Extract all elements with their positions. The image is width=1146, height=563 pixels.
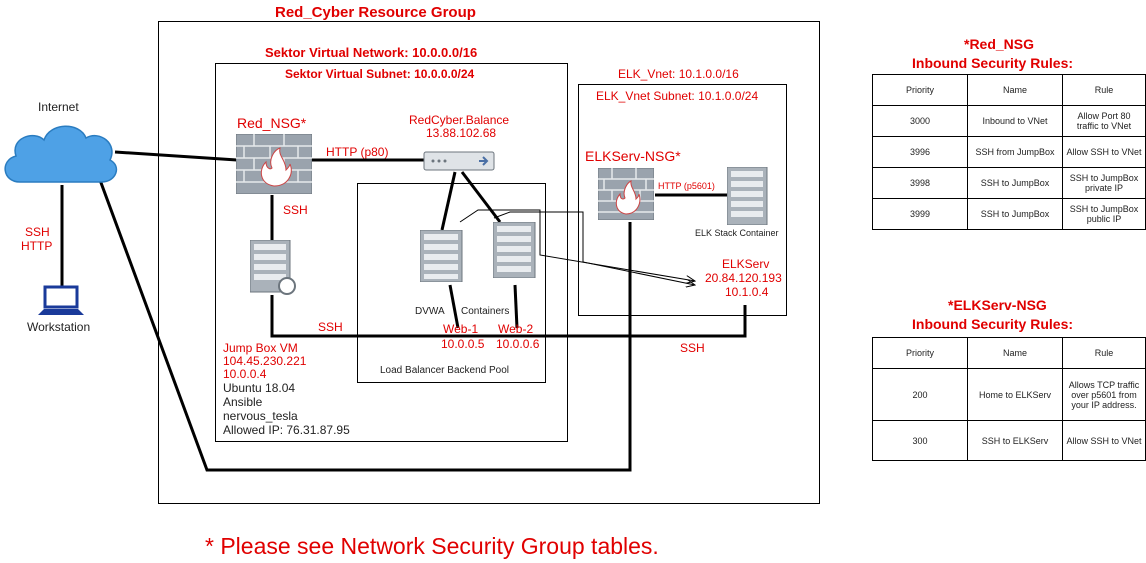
elkserv-private-ip: 10.1.0.4 — [725, 285, 769, 299]
load-balancer-icon — [423, 151, 495, 171]
col-name: Name — [967, 74, 1063, 106]
table-row: 3000 Inbound to VNet Allow Port 80 traff… — [872, 105, 1146, 137]
workstation-label: Workstation — [27, 320, 91, 334]
containers-label: Containers — [461, 306, 510, 317]
jumpbox-allowed-ip: Allowed IP: 76.31.87.95 — [223, 423, 350, 437]
link-web1-label — [448, 284, 460, 329]
footnote: * Please see Network Security Group tabl… — [205, 533, 659, 559]
table-row: 200 Home to ELKServ Allows TCP traffic o… — [872, 368, 1146, 421]
col-name: Name — [967, 337, 1063, 369]
jumpbox-name: Jump Box VM — [223, 341, 298, 355]
red-nsg-table-title-2: Inbound Security Rules: — [912, 55, 1074, 71]
web2-ip: 10.0.0.6 — [496, 337, 540, 351]
elk-vnet-label: ELK_Vnet: 10.1.0.0/16 — [618, 67, 739, 81]
ssh-nsg-jump-label: SSH — [283, 203, 308, 217]
elk-firewall-icon — [598, 168, 654, 220]
web1-server-icon — [420, 230, 463, 282]
red-nsg-table-title-1: *Red_NSG — [964, 36, 1035, 52]
elkserv-name: ELKServ — [722, 257, 770, 271]
internet-label: Internet — [38, 100, 79, 114]
col-priority: Priority — [872, 337, 968, 369]
jumpbox-private-ip: 10.0.0.4 — [223, 367, 267, 381]
link-balancer-web1 — [440, 171, 457, 231]
link-internet-elk — [98, 179, 632, 472]
sektor-subnet-label: Sektor Virtual Subnet: 10.0.0.0/24 — [285, 67, 475, 81]
resource-group-box — [158, 21, 820, 504]
web1-name: Web-1 — [443, 322, 479, 336]
balancer-ip: 13.88.102.68 — [426, 126, 497, 140]
col-rule: Rule — [1062, 74, 1146, 106]
elk-nsg-label: ELKServ-NSG* — [585, 148, 681, 164]
web2-name: Web-2 — [498, 322, 534, 336]
http-p5601-label: HTTP (p5601) — [658, 181, 715, 191]
firewall-icon — [236, 134, 312, 194]
link-jumpbox-elk — [270, 295, 747, 338]
red-nsg-rules-table: Priority Name Rule 3000 Inbound to VNet … — [872, 74, 1146, 230]
link-web2-label — [513, 284, 519, 329]
elk-subnet-label: ELK_Vnet Subnet: 10.1.0.0/24 — [596, 89, 759, 103]
elk-nsg-table-title-1: *ELKServ-NSG — [948, 297, 1047, 313]
table-row: 3996 SSH from JumpBox Allow SSH to VNet — [872, 136, 1146, 168]
table-row: 3998 SSH to JumpBox SSH to JumpBox priva… — [872, 167, 1146, 199]
sektor-vnet-label: Sektor Virtual Network: 10.0.0.0/16 — [265, 45, 478, 60]
sektor-vnet-box — [215, 63, 568, 442]
table-row: 3999 SSH to JumpBox SSH to JumpBox publi… — [872, 198, 1146, 230]
balancer-name: RedCyber.Balance — [409, 113, 510, 127]
ssh-jump-web-label: SSH — [318, 320, 343, 334]
elk-stack-server-icon — [727, 167, 768, 225]
jumpbox-os: Ubuntu 18.04 — [223, 381, 296, 395]
elkserv-public-ip: 20.84.120.193 — [705, 271, 782, 285]
link-internet-nsg — [114, 150, 238, 162]
web2-server-icon — [493, 222, 536, 278]
backend-pool-label: Load Balancer Backend Pool — [380, 365, 509, 376]
elk-nsg-rules-table: Priority Name Rule 200 Home to ELKServ A… — [872, 337, 1146, 461]
col-priority: Priority — [872, 74, 968, 106]
jumpbox-container: nervous_tesla — [223, 409, 298, 423]
elk-vnet-box — [578, 84, 787, 316]
link-balancer-web2 — [460, 171, 502, 223]
workstation-ssh-label: SSH — [25, 225, 50, 239]
jumpbox-tool: Ansible — [223, 395, 263, 409]
resource-group-title: Red_Cyber Resource Group — [275, 4, 476, 21]
red-nsg-label: Red_NSG* — [237, 115, 307, 131]
ssh-to-elk-label: SSH — [680, 341, 705, 355]
jumpbox-server-icon — [250, 240, 296, 295]
workstation-http-label: HTTP — [21, 239, 53, 253]
col-rule: Rule — [1062, 337, 1146, 369]
web1-ip: 10.0.0.5 — [441, 337, 485, 351]
elk-nsg-table-title-2: Inbound Security Rules: — [912, 316, 1074, 332]
cloud-icon — [4, 125, 118, 183]
http-p80-label: HTTP (p80) — [326, 145, 389, 159]
dvwa-label: DVWA — [415, 306, 445, 317]
laptop-icon — [38, 285, 84, 315]
elk-stack-label: ELK Stack Container — [695, 228, 779, 238]
table-row: 300 SSH to ELKServ Allow SSH to VNet — [872, 420, 1146, 461]
jumpbox-public-ip: 104.45.230.221 — [223, 354, 307, 368]
